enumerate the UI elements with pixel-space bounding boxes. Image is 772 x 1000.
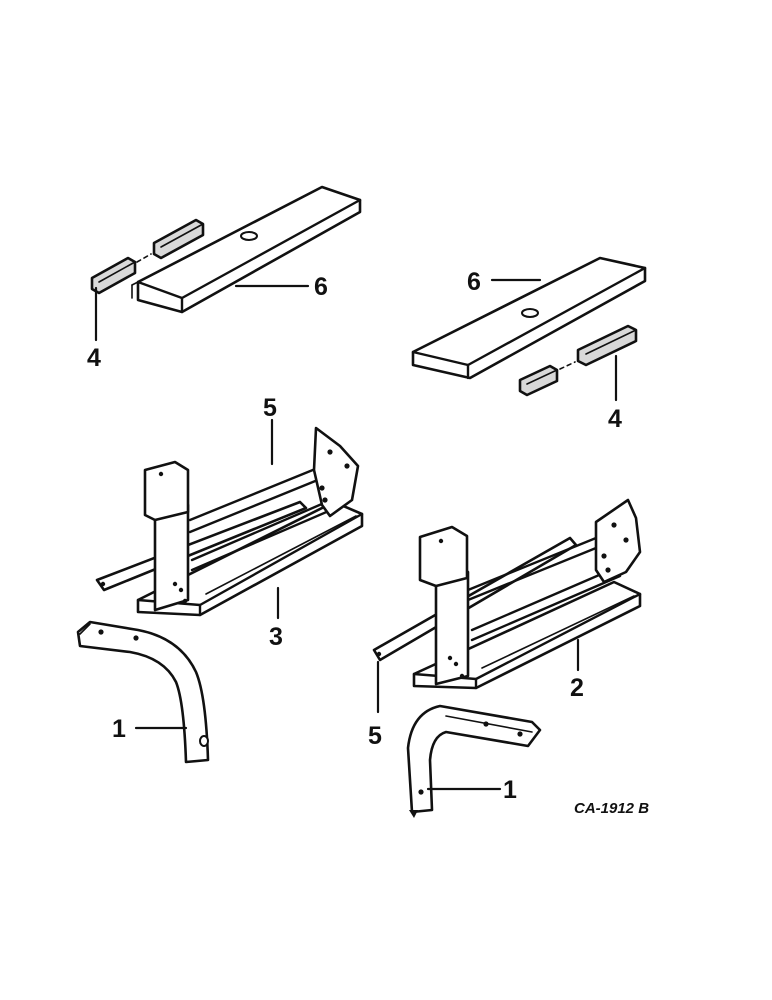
wear-strip-left-upper [152,218,205,260]
strip-dash-left [136,253,152,263]
callout-6-left: 6 [314,273,328,301]
curved-bracket-left [76,620,210,764]
callout-1-right: 1 [503,776,517,804]
wear-strip-right-upper [576,324,638,367]
cover-plate-left [131,185,362,314]
callout-4-left: 4 [87,344,101,372]
callout-5-left: 5 [263,394,277,422]
strip-dash-right [559,361,576,370]
angle-bracket-right [406,704,542,818]
part-code-label: CA-1912 B [574,800,649,817]
wear-strip-left-lower [90,256,137,295]
wear-strip-right-lower [518,364,559,397]
mounting-frame-right [372,498,642,690]
callout-6-right: 6 [467,268,481,296]
cover-plate-right [411,256,647,380]
mounting-frame-left [95,426,364,617]
callout-5-right: 5 [368,722,382,750]
callout-4-right: 4 [608,405,622,433]
callout-2: 2 [570,674,584,702]
callout-3: 3 [269,623,283,651]
callout-1-left: 1 [112,715,126,743]
